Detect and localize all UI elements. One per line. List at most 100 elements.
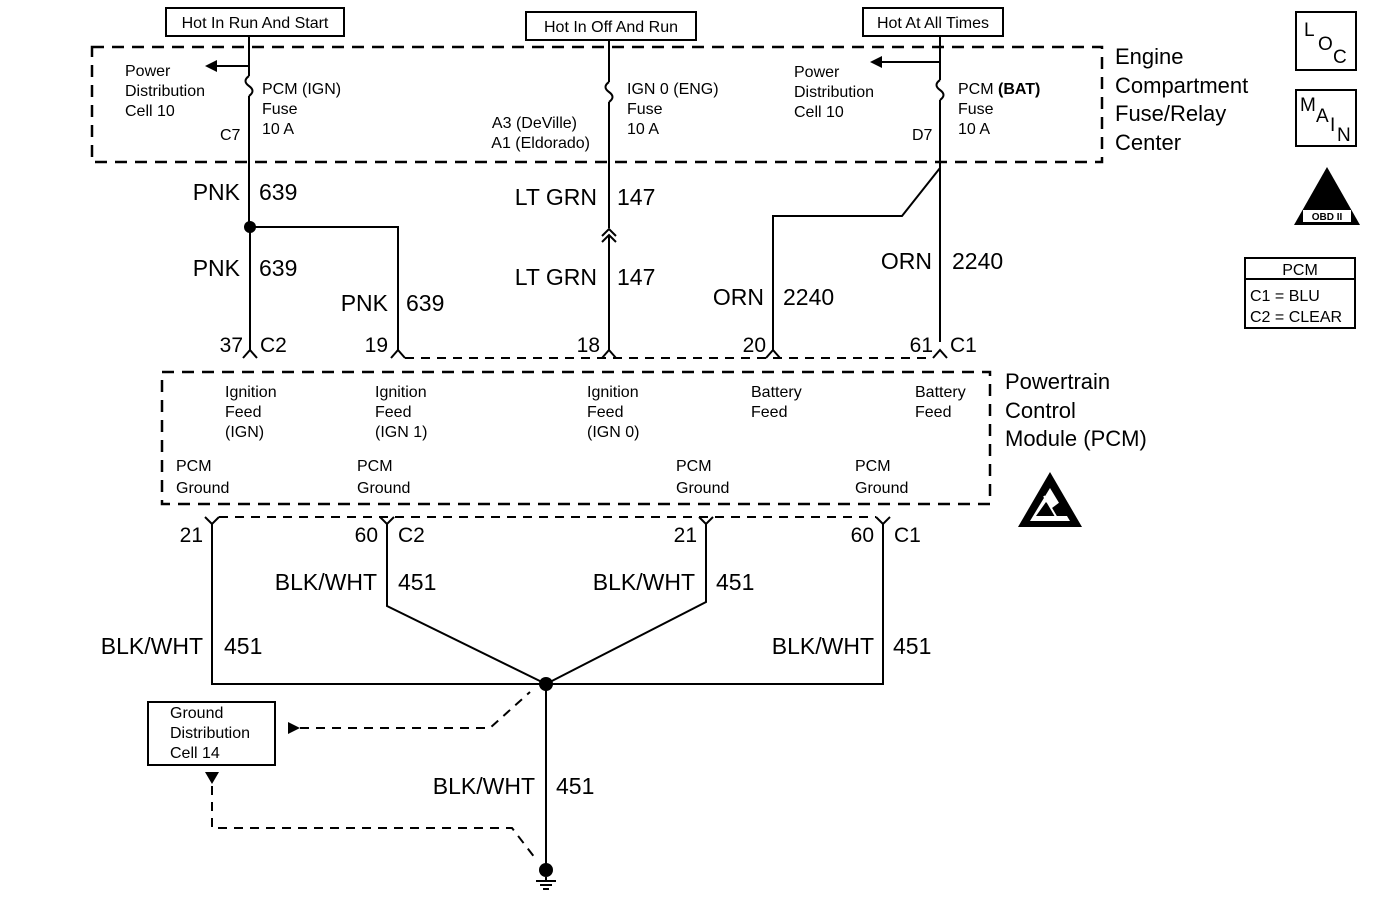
- feed-label: Feed: [375, 404, 411, 421]
- pin-number: 21: [674, 524, 697, 547]
- wire-color-label: BLK/WHT: [772, 633, 874, 659]
- pin-number: 60: [355, 524, 378, 547]
- wire-circuit-label: 147: [617, 184, 655, 210]
- header-hot-all-times: Hot At All Times: [862, 7, 1004, 37]
- feed-label: Ignition: [375, 384, 427, 401]
- power-dist-ref-line: Cell 10: [794, 104, 844, 121]
- wire-circuit-label: 451: [893, 633, 931, 659]
- pcm-title-line: Module (PCM): [1005, 426, 1147, 451]
- power-dist-ref-line: Distribution: [794, 84, 874, 101]
- wire-color-label: ORN: [713, 284, 764, 310]
- ground-label: PCM: [676, 458, 712, 475]
- pin-number: 19: [365, 334, 388, 357]
- terminal-label: D7: [912, 127, 933, 144]
- feed-label: Battery: [751, 384, 802, 401]
- fuse-label-line: PCM (IGN): [262, 81, 341, 98]
- wire-circuit-label: 639: [259, 179, 297, 205]
- legend-title: PCM: [1282, 262, 1318, 279]
- wire-circuit-label: 451: [716, 569, 754, 595]
- feed-label: Ignition: [225, 384, 277, 401]
- fuse-label-line: Fuse: [627, 101, 663, 118]
- ground-label: Ground: [676, 480, 729, 497]
- fuse-label-line: 10 A: [958, 121, 990, 138]
- pin-number: 20: [743, 334, 766, 357]
- header-text: Hot In Off And Run: [544, 19, 678, 36]
- arrow-left-icon: [870, 56, 882, 68]
- loc-letter: C: [1333, 47, 1347, 68]
- wire-circuit-label: 2240: [783, 284, 834, 310]
- fuse-icon: [604, 81, 614, 103]
- main-letter: I: [1330, 115, 1335, 136]
- ground-label: Ground: [855, 480, 908, 497]
- fuse-center-title-line: Compartment: [1115, 73, 1248, 98]
- fuse-label-line: PCM (BAT): [958, 81, 1040, 98]
- splice-dot: [539, 677, 553, 691]
- wire-color-label: LT GRN: [515, 264, 597, 290]
- loc-letter: L: [1304, 20, 1315, 41]
- power-dist-ref-line: Power: [794, 64, 840, 81]
- legend-row: C2 = CLEAR: [1250, 309, 1342, 326]
- header-box: [862, 7, 1004, 37]
- pcm-title-line: Powertrain: [1005, 369, 1110, 394]
- wire-ltgrn-147: LT GRN 147 LT GRN 147: [515, 184, 655, 350]
- feed-label: (IGN 0): [587, 424, 639, 441]
- header-box: [165, 7, 345, 37]
- wire-blk-wht-451: BLK/WHT 451 BLK/WHT 451 BLK/WHT 451 BLK/…: [101, 524, 931, 870]
- ground-label: Ground: [176, 480, 229, 497]
- connector-id: C2: [398, 524, 425, 547]
- connector-id: C1: [950, 334, 977, 357]
- obd-label: OBD II: [1312, 212, 1343, 223]
- header-box: [525, 11, 697, 41]
- connector-id: C2: [260, 334, 287, 357]
- power-dist-ref-line: Distribution: [125, 83, 205, 100]
- wire-circuit-label: 451: [224, 633, 262, 659]
- fuse-relay-center-box: [90, 45, 1104, 164]
- ground-dist-box: [147, 701, 276, 766]
- fuse-center-title-line: Fuse/Relay: [1115, 101, 1226, 126]
- wire-circuit-label: 639: [406, 290, 444, 316]
- pcm-feed-labels: Ignition Feed (IGN) Ignition Feed (IGN 1…: [225, 384, 966, 441]
- pcm-connector-legend: PCM C1 = BLU C2 = CLEAR: [1244, 257, 1356, 329]
- header-hot-run-start: Hot In Run And Start: [165, 7, 345, 37]
- fuse-center-title-line: Engine: [1115, 44, 1184, 69]
- ground-icon: [536, 863, 556, 890]
- obd-numeral: II: [1321, 185, 1333, 210]
- feed-label: Ignition: [587, 384, 639, 401]
- wire-color-label: PNK: [193, 255, 241, 281]
- ground-dist-line: Cell 14: [170, 745, 220, 762]
- pcm-title-line: Control: [1005, 398, 1076, 423]
- fuse-label-line: IGN 0 (ENG): [627, 81, 719, 98]
- wire-color-label: BLK/WHT: [101, 633, 203, 659]
- arrow-left-icon: [205, 60, 217, 72]
- pcm-bottom-connectors: 21 60 C2 21 60 C1: [180, 516, 921, 547]
- power-dist-ref-line: Cell 10: [125, 103, 175, 120]
- main-icon: M A I N: [1295, 89, 1357, 147]
- feed-label: Battery: [915, 384, 966, 401]
- ground-dist-line: Distribution: [170, 725, 250, 742]
- feed-label: Feed: [587, 404, 623, 421]
- power-dist-ref-line: Power: [125, 63, 171, 80]
- pin-number: 18: [577, 334, 600, 357]
- loc-icon: L O C: [1295, 11, 1357, 71]
- header-hot-off-run: Hot In Off And Run: [525, 11, 697, 41]
- main-letter: N: [1337, 125, 1351, 146]
- fuse-label-line: 10 A: [627, 121, 659, 138]
- fuse-label-line: Fuse: [262, 101, 298, 118]
- ground-label: PCM: [855, 458, 891, 475]
- fuse-center-title: Engine Compartment Fuse/Relay Center: [1115, 44, 1248, 155]
- fuse-pcm-bat: Power Distribution Cell 10 PCM (BAT) Fus…: [794, 36, 1040, 342]
- wire-circuit-label: 451: [556, 773, 594, 799]
- pin-number: 61: [910, 334, 933, 357]
- pcm-title: Powertrain Control Module (PCM): [1005, 369, 1147, 451]
- pcm-ground-labels: PCM Ground PCM Ground PCM Ground PCM Gro…: [176, 458, 908, 497]
- connector-id: C1: [894, 524, 921, 547]
- ground-label: Ground: [357, 480, 410, 497]
- fuse-icon: [935, 79, 945, 101]
- ground-label: PCM: [176, 458, 212, 475]
- wire-circuit-label: 147: [617, 264, 655, 290]
- pin-number: 21: [180, 524, 203, 547]
- wire-circuit-label: 451: [398, 569, 436, 595]
- obd-ii-icon: II OBD II: [1294, 167, 1360, 225]
